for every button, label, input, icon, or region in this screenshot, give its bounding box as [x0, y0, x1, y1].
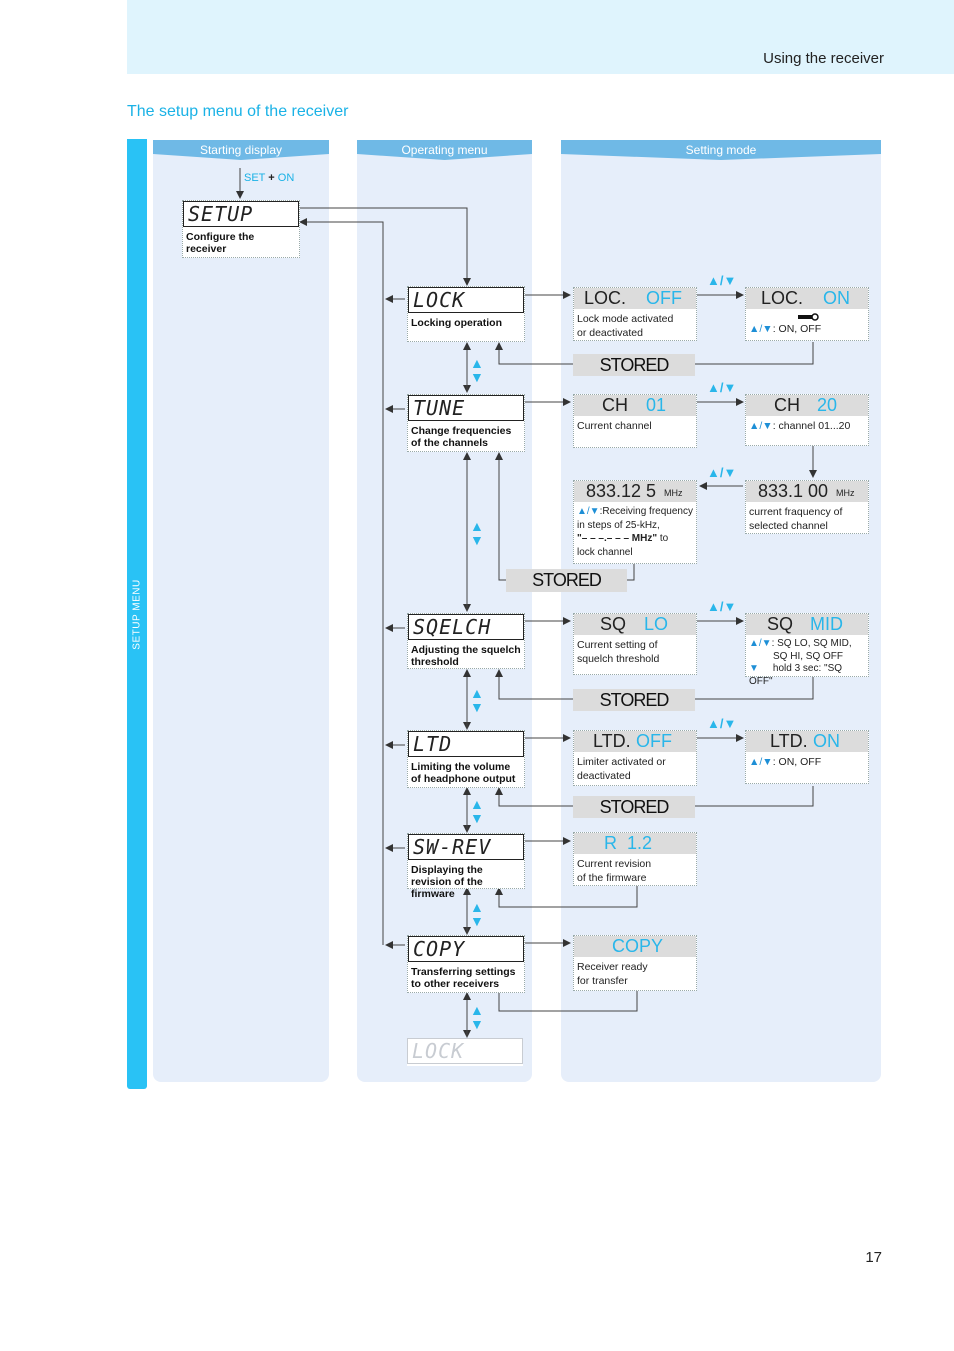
menu-item-tune[interactable]: TUNE Change frequencies of the channels — [407, 394, 525, 452]
menu-lcd: SW-REV — [408, 834, 524, 860]
menu-item-lock[interactable]: LOCK Locking operation — [407, 286, 525, 342]
setting-desc: ▲/▼:Receiving frequency in steps of 25-k… — [577, 506, 693, 558]
column-header-setting: Setting mode — [561, 140, 881, 160]
menu-item-sw-rev[interactable]: SW-REV Displaying the revision of the fi… — [407, 833, 525, 900]
set-key-label: SET — [244, 172, 266, 184]
on-key-label: ON — [277, 172, 295, 184]
menu-lcd: COPY — [408, 936, 524, 962]
setting-sq-mid: SQ MID ▲/▼: SQ LO, SQ MID, SQ HI, SQ OFF… — [745, 613, 869, 687]
stored-label: STORED — [506, 569, 627, 592]
setting-display: SQ LO — [574, 614, 696, 635]
up-down-toggle-icon: ▲/▼ — [707, 380, 737, 395]
setting-display: CH 01 — [574, 395, 696, 416]
up-down-toggle-icon: ▲/▼ — [707, 599, 737, 614]
up-down-triangles-icon: ▲▼ — [470, 355, 484, 385]
setting-desc: ▲/▼: ON, OFF — [749, 756, 822, 768]
setting-desc: ▲/▼: SQ LO, SQ MID, SQ HI, SQ OFF ▼hold … — [749, 638, 852, 687]
menu-lcd: TUNE — [408, 395, 524, 421]
setting-display: LTD. ON — [746, 731, 868, 752]
column-starting — [153, 140, 329, 1082]
menu-lcd: SQELCH — [408, 614, 524, 640]
up-down-toggle-icon: ▲/▼ — [707, 716, 737, 731]
setting-display: 833.1 00 MHz — [746, 481, 868, 502]
menu-item-squelch[interactable]: SQELCH Adjusting the squelch threshold — [407, 613, 525, 669]
setting-desc: Current channel — [577, 420, 652, 432]
stored-label: STORED — [573, 689, 695, 711]
menu-lcd: LOCK — [408, 287, 524, 313]
setting-ltd-on: LTD. ON ▲/▼: ON, OFF — [745, 730, 869, 784]
page-title: The setup menu of the receiver — [127, 103, 349, 120]
plus-sign: + — [268, 172, 275, 184]
setting-loc-on: LOC. ON ▲/▼: ON, OFF — [745, 287, 869, 341]
setting-ch-20: CH 20 ▲/▼: channel 01...20 — [745, 394, 869, 446]
setting-display: SQ MID — [746, 614, 868, 635]
up-down-triangles-icon: ▲▼ — [470, 685, 484, 715]
start-hint: SET + ON — [244, 172, 294, 184]
setting-ch-01: CH 01 Current channel — [573, 394, 697, 448]
setting-desc: ▲/▼: ON, OFF — [749, 323, 822, 335]
setup-display: SETUP Configure the receiver — [182, 200, 300, 258]
up-down-triangles-icon: ▲▼ — [470, 796, 484, 826]
menu-item-lock-return: LOCK — [407, 1038, 523, 1066]
menu-lcd: LOCK — [407, 1038, 523, 1064]
stored-label: STORED — [573, 796, 695, 818]
menu-desc: Displaying the revision of the firmware — [411, 864, 483, 900]
header-band — [127, 0, 954, 74]
setting-display: CH 20 — [746, 395, 868, 416]
setting-display: COPY — [574, 936, 696, 957]
setting-display: LOC. ON — [746, 288, 868, 309]
menu-item-ltd[interactable]: LTD Limiting the volume of headphone out… — [407, 730, 525, 788]
setting-frequency-edit: 833.12 5 MHz ▲/▼:Receiving frequency in … — [573, 480, 697, 564]
setting-display: 833.12 5 MHz — [574, 481, 696, 502]
up-down-triangles-icon: ▲▼ — [470, 899, 484, 929]
setting-display: R 1.2 — [574, 833, 696, 854]
setting-display: LTD. OFF — [574, 731, 696, 752]
page-number: 17 — [865, 1249, 882, 1266]
menu-lcd: LTD — [408, 731, 524, 757]
sidebar-bar — [127, 139, 147, 1089]
key-icon — [798, 308, 820, 321]
up-down-triangles-icon: ▲▼ — [470, 1002, 484, 1032]
column-header-starting: Starting display — [153, 140, 329, 160]
menu-desc: Limiting the volume of headphone output — [411, 761, 516, 785]
menu-desc: Change frequencies of the channels — [411, 425, 512, 449]
menu-desc: Locking operation — [411, 317, 503, 329]
menu-item-copy[interactable]: COPY Transferring settings to other rece… — [407, 935, 525, 993]
stored-label: STORED — [573, 354, 695, 376]
column-header-operating: Operating menu — [357, 140, 532, 160]
up-down-toggle-icon: ▲/▼ — [707, 273, 737, 288]
setup-desc: Configure the receiver — [186, 231, 255, 255]
section-title: Using the receiver — [763, 50, 884, 67]
menu-desc: Transferring settings to other receivers — [411, 966, 516, 990]
up-down-toggle-icon: ▲/▼ — [707, 465, 737, 480]
setting-desc: ▲/▼: channel 01...20 — [749, 420, 851, 432]
up-down-triangles-icon: ▲▼ — [470, 518, 484, 548]
menu-desc: Adjusting the squelch threshold — [411, 644, 521, 668]
setting-display: LOC. OFF — [574, 288, 696, 309]
setup-lcd: SETUP — [183, 201, 299, 227]
